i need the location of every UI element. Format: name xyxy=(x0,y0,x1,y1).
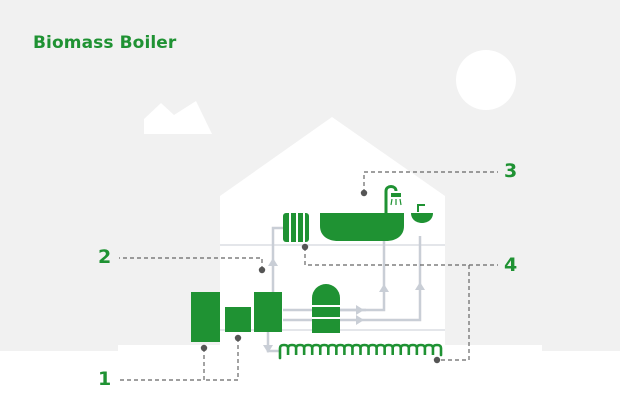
callout-4: 4 xyxy=(504,254,518,276)
diagram-title: Biomass Boiler xyxy=(33,33,177,53)
flow-arrows xyxy=(263,258,425,353)
sun-icon xyxy=(456,50,516,110)
underfloor-heating xyxy=(278,343,443,360)
callout-3: 3 xyxy=(504,160,518,182)
biomass-boiler xyxy=(191,292,220,342)
hot-water-tank xyxy=(312,284,340,333)
buffer-unit xyxy=(254,292,282,332)
ground xyxy=(0,351,620,413)
sink-icon xyxy=(411,204,433,223)
fuel-hopper xyxy=(225,307,251,332)
callout-2: 2 xyxy=(98,246,112,268)
boiler-units xyxy=(191,292,282,342)
callout-1: 1 xyxy=(98,368,112,390)
leader-dots xyxy=(200,189,441,364)
mountains-icon xyxy=(144,101,212,134)
radiator-icon xyxy=(283,213,309,242)
bathtub-icon xyxy=(320,185,404,241)
leader-lines xyxy=(119,171,498,381)
ground-slab xyxy=(118,345,542,353)
